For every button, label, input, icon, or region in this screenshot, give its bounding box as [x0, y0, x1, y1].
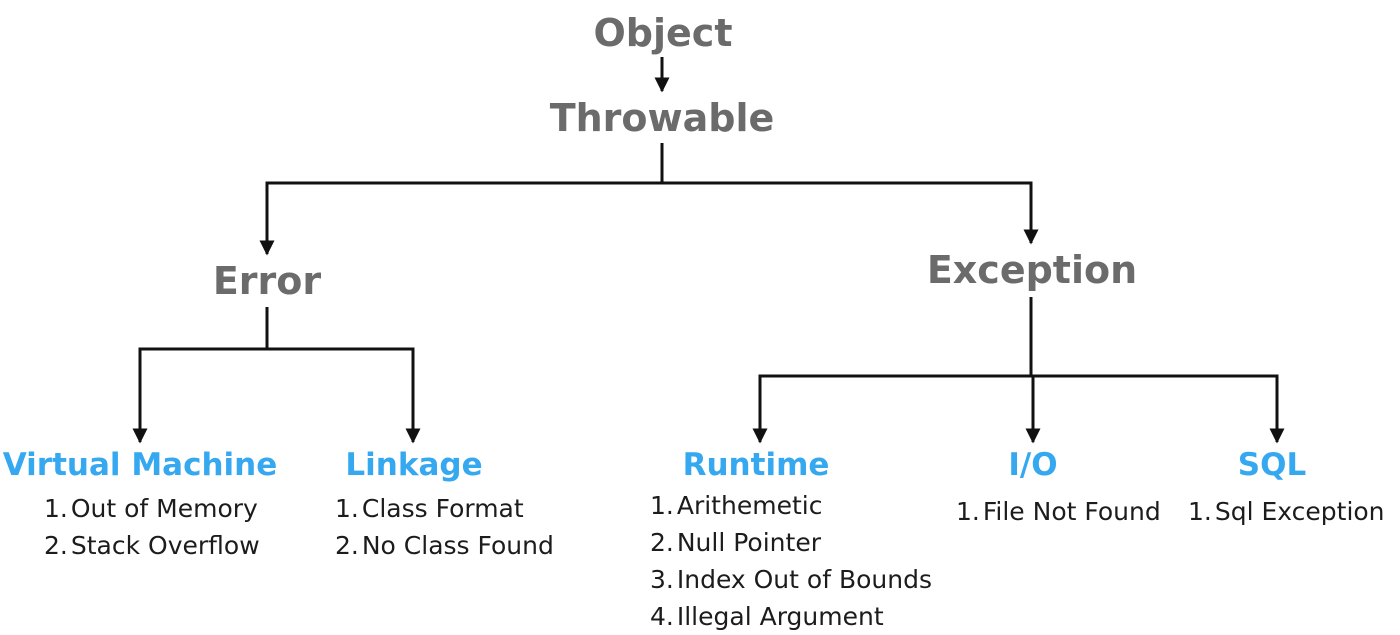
io-list: 1.File Not Found — [956, 493, 1161, 530]
arrow-exception-to-sql — [1033, 374, 1285, 444]
list-item: 2.No Class Found — [335, 531, 554, 560]
linkage-list: 1.Class Format 2.No Class Found — [335, 490, 554, 564]
arrow-exception-to-runtime — [752, 374, 1033, 444]
arrow-throwable-to-exception — [662, 181, 1039, 245]
arrow-throwable-to-error — [259, 143, 664, 256]
runtime-list: 1.Arithemetic 2.Null Pointer 3.Index Out… — [650, 487, 932, 635]
category-linkage-title: Linkage — [345, 447, 483, 483]
list-item: 1.File Not Found — [956, 497, 1161, 526]
node-exception: Exception — [926, 248, 1138, 292]
arrow-error-to-virtual-machine — [132, 307, 269, 444]
list-item: 1.Out of Memory — [44, 494, 258, 523]
node-error: Error — [212, 259, 322, 303]
node-object: Object — [593, 11, 733, 55]
list-item: 3.Index Out of Bounds — [650, 565, 932, 594]
category-virtual-machine-title: Virtual Machine — [2, 447, 278, 483]
list-item: 1.Class Format — [335, 494, 524, 523]
list-item: 2.Stack Overflow — [44, 531, 260, 560]
arrow-exception-to-io — [1025, 297, 1041, 444]
category-sql-title: SQL — [1237, 447, 1307, 483]
arrow-error-to-linkage — [267, 347, 421, 444]
sql-list: 1.Sql Exception — [1188, 493, 1385, 530]
category-io-title: I/O — [1008, 447, 1058, 483]
list-item: 1.Arithemetic — [650, 491, 823, 520]
node-throwable: Throwable — [549, 96, 775, 140]
list-item: 1.Sql Exception — [1188, 497, 1385, 526]
virtual-machine-list: 1.Out of Memory 2.Stack Overflow — [44, 490, 260, 564]
list-item: 2.Null Pointer — [650, 528, 821, 557]
list-item: 4.Illegal Argument — [650, 602, 884, 631]
category-runtime-title: Runtime — [682, 447, 830, 483]
